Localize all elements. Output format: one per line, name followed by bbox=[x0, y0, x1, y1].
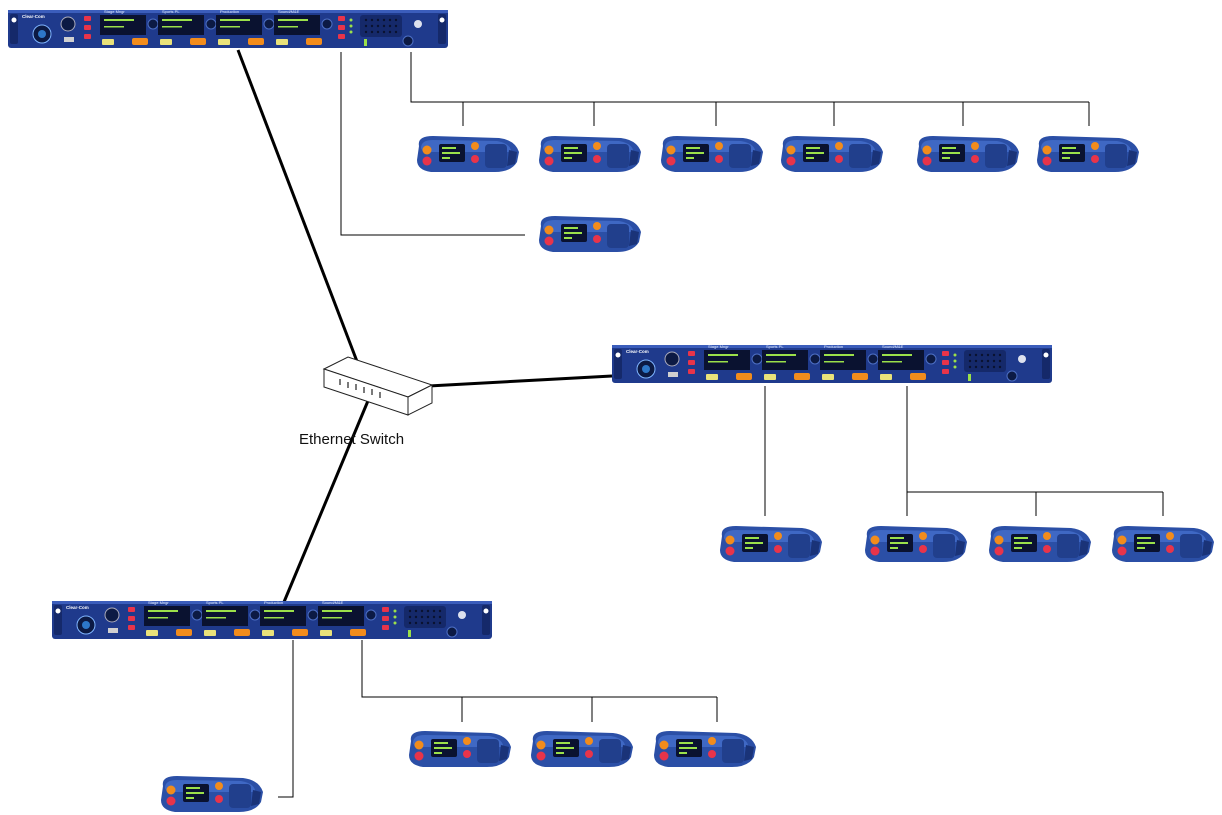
rack-channel-label: Stage Mngr bbox=[104, 9, 125, 14]
beltpack bbox=[989, 526, 1091, 562]
rack-channel-label: Sports PL bbox=[766, 344, 784, 349]
beltpack bbox=[531, 731, 633, 767]
beltpack-bus-bottom bbox=[278, 640, 718, 798]
beltpack bbox=[781, 136, 883, 172]
rack-channel-label: Sound/M&E bbox=[278, 9, 300, 14]
beltpack bbox=[661, 136, 763, 172]
rack-channel-label: Sports PL bbox=[162, 9, 180, 14]
rack-channel-label: Sports PL bbox=[206, 600, 224, 605]
beltpack bbox=[539, 216, 641, 252]
beltpack bbox=[417, 136, 519, 172]
rack-channel-label: Production bbox=[824, 344, 843, 349]
beltpacks-bottom bbox=[161, 731, 756, 812]
beltpack bbox=[654, 731, 756, 767]
beltpack bbox=[1112, 526, 1214, 562]
beltpack bbox=[1037, 136, 1139, 172]
beltpacks-top bbox=[417, 136, 1139, 252]
beltpack bbox=[917, 136, 1019, 172]
beltpack bbox=[539, 136, 641, 172]
rack-brand-label: Clear-Com bbox=[66, 605, 89, 610]
beltpack-bus-right bbox=[764, 386, 1164, 516]
beltpack bbox=[161, 776, 263, 812]
rack-channel-label: Stage Mngr bbox=[148, 600, 169, 605]
ethernet-link-bottom bbox=[282, 395, 372, 603]
rack-station-right: Clear-Com Stage Mngr Sports PL Productio… bbox=[611, 344, 1053, 384]
rack-channel-label: Production bbox=[220, 9, 239, 14]
ethernet-switch-label: Ethernet Switch bbox=[299, 431, 404, 448]
rack-brand-label: Clear-Com bbox=[626, 349, 649, 354]
beltpack-bus-top bbox=[340, 52, 1090, 236]
rack-station-top: Clear-Com Stage Mngr Sports PL Productio… bbox=[7, 9, 449, 49]
rack-channel-label: Stage Mngr bbox=[708, 344, 729, 349]
ethernet-switch-icon bbox=[323, 356, 433, 416]
rack-brand-label: Clear-Com bbox=[22, 14, 45, 19]
rack-channel-label: Production bbox=[264, 600, 283, 605]
beltpacks-right bbox=[720, 526, 1214, 562]
beltpack bbox=[409, 731, 511, 767]
rack-station-bottom: Clear-Com Stage Mngr Sports PL Productio… bbox=[51, 600, 493, 640]
rack-channel-label: Sound/M&E bbox=[882, 344, 904, 349]
beltpack bbox=[865, 526, 967, 562]
rack-channel-label: Sound/M&E bbox=[322, 600, 344, 605]
ethernet-switch: Ethernet Switch bbox=[299, 356, 433, 448]
beltpack bbox=[720, 526, 822, 562]
ethernet-link-top bbox=[236, 49, 360, 365]
